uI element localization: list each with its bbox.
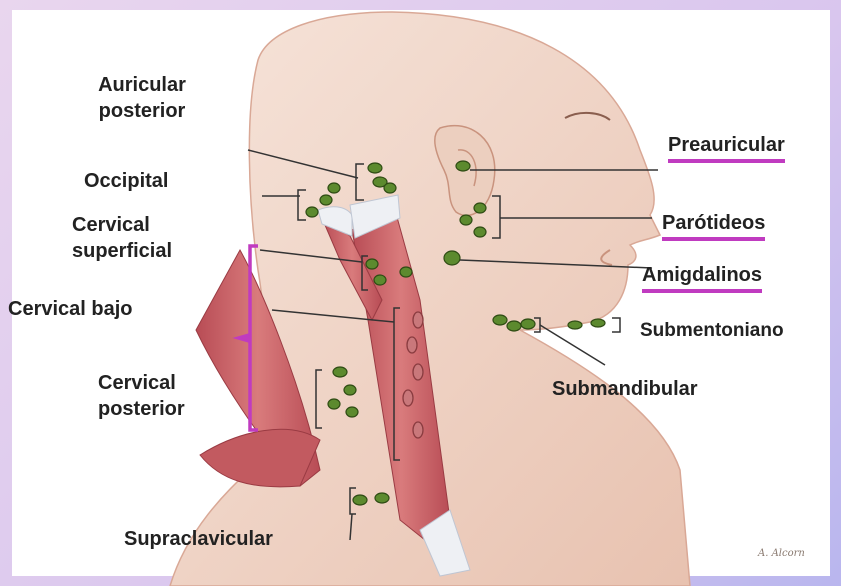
label-supraclavicular: Supraclavicular [124, 526, 273, 552]
label-line: posterior [98, 396, 185, 422]
label-auricular-posterior: Auricular posterior [78, 72, 206, 124]
label-line: superficial [72, 238, 172, 264]
label-submandibular: Submandibular [552, 376, 698, 402]
label-line: Auricular [78, 72, 206, 98]
label-line: posterior [78, 98, 206, 124]
label-cervical-posterior: Cervical posterior [98, 370, 185, 422]
label-line: Cervical [72, 212, 172, 238]
label-cervical-superficial: Cervical superficial [72, 212, 172, 264]
label-occipital: Occipital [84, 168, 168, 194]
label-parotideos: Parótideos [662, 210, 765, 241]
label-amigdalinos: Amigdalinos [642, 262, 762, 293]
label-submentoniano: Submentoniano [640, 318, 784, 344]
artist-signature: A. Alcorn [758, 548, 805, 559]
label-cervical-bajo: Cervical bajo [8, 296, 133, 322]
label-preauricular: Preauricular [668, 132, 785, 163]
label-line: Cervical [98, 370, 185, 396]
